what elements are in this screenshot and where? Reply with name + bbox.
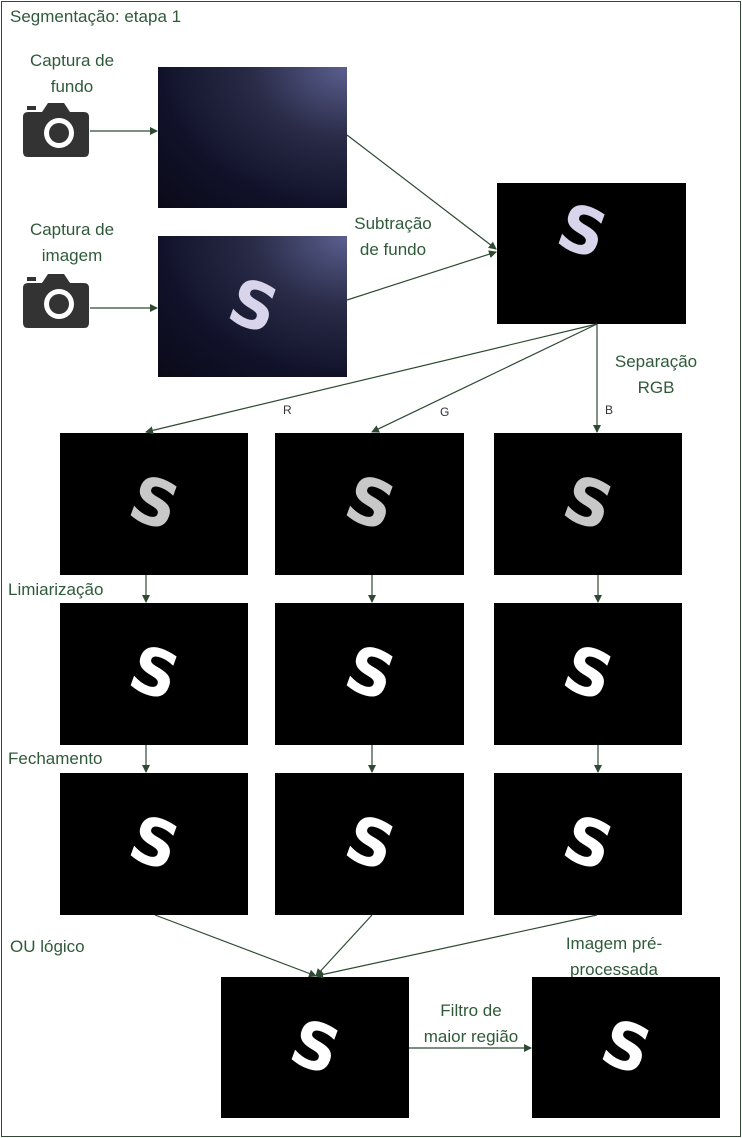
or-result-image: S (221, 977, 409, 1118)
label-capture-image: Captura de imagem (29, 220, 115, 265)
arrow-g-or (315, 914, 373, 977)
label-logical-or: OU lógico (10, 937, 85, 956)
label-closing: Fechamento (8, 749, 103, 768)
arrow-image-to-subtraction (346, 250, 497, 301)
label-capture-background: Captura de fundo (29, 51, 115, 96)
arrow-split-r (145, 323, 598, 435)
closing-b-image: S (494, 773, 682, 915)
threshold-g-image: S (275, 603, 464, 745)
arrow-background-to-subtraction (346, 134, 497, 250)
label-channel-r: R (283, 403, 292, 417)
label-channel-b: B (605, 403, 614, 417)
object-capture-image: S (158, 236, 347, 377)
arrow-r-or (154, 914, 317, 978)
camera-icon (23, 103, 89, 157)
channel-b-image: S (494, 433, 682, 575)
diagram-title: Segmentação: etapa 1 (10, 7, 182, 26)
closing-r-image: S (60, 773, 248, 915)
threshold-b-image: S (494, 603, 682, 745)
label-background-subtraction: Subtração de fundo (354, 214, 432, 259)
label-thresholding: Limiarização (8, 580, 104, 599)
camera-icon (23, 274, 89, 328)
background-capture-image (158, 67, 347, 208)
threshold-r-image: S (60, 603, 248, 745)
subtracted-image: S (497, 183, 686, 324)
label-preprocessed-image: Imagem pré- processada (565, 934, 663, 979)
arrow-split-g (371, 323, 598, 433)
channel-r-image: S (60, 433, 248, 575)
closing-g-image: S (275, 773, 464, 915)
label-rgb-separation: Separação RGB (614, 352, 698, 397)
label-channel-g: G (440, 405, 450, 419)
preprocessed-image: S (532, 977, 720, 1118)
arrow-b-or (315, 914, 598, 979)
channel-g-image: S (275, 433, 464, 575)
label-largest-region-filter: Filtro de maior região (423, 1001, 519, 1046)
